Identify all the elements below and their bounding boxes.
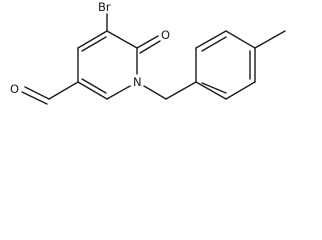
bond-ar4-ar5	[225, 30, 256, 49]
bond-ar2-ar3	[225, 81, 256, 100]
bond-c6-n1	[106, 85, 131, 100]
bond-c2-c3	[106, 30, 138, 49]
bond-c2-o-second	[139, 40, 161, 54]
atom-label-ketone-oxygen: O	[161, 28, 170, 42]
atom-label-ring-nitrogen: N	[133, 75, 142, 89]
bond-ar1-ar2-inner	[201, 82, 227, 94]
bond-c5-c6-inner	[81, 78, 107, 94]
bond-c5-cho	[48, 81, 79, 100]
bond-ar1-ar2	[195, 81, 227, 100]
bond-ar4-methyl	[254, 30, 286, 49]
bond-layer	[21, 13, 286, 105]
bond-ar5-ar6-inner	[201, 36, 227, 52]
bond-ar5-ar6	[195, 30, 227, 49]
bond-n1-ch2	[143, 85, 167, 100]
bond-c3-c4-inner	[81, 36, 107, 52]
bond-cho-o	[24, 86, 50, 100]
atom-label-bromine: Br	[98, 0, 111, 14]
label-layer: Br O N O	[10, 0, 170, 96]
bond-c5-c6	[77, 81, 108, 100]
bond-c2-o	[136, 35, 159, 49]
bond-c3-c4	[77, 30, 108, 49]
structure-canvas: Br O N O	[10, 0, 286, 105]
bond-ch2-aryl	[165, 81, 197, 100]
atom-label-aldehyde-oxygen: O	[10, 82, 19, 96]
bond-cho-o-second	[21, 91, 48, 105]
